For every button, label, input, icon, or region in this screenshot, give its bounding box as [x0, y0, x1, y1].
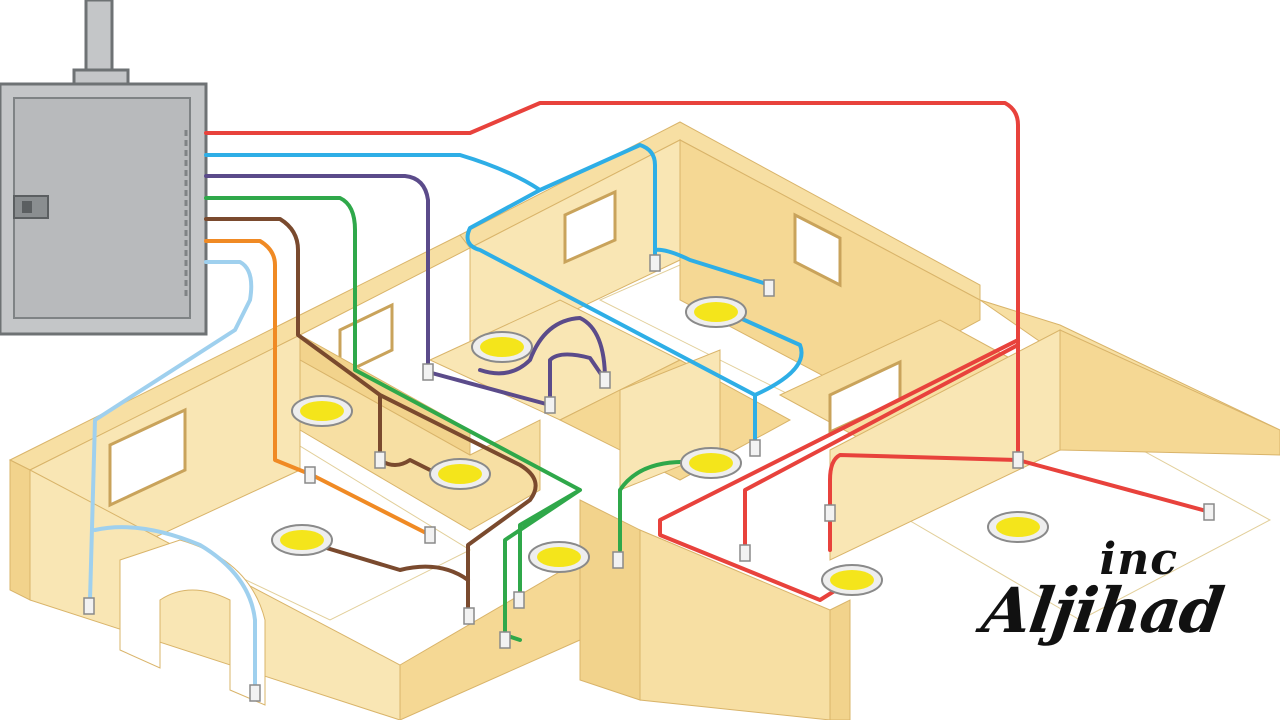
wall-front-right-side — [829, 599, 851, 720]
wire-green — [204, 196, 692, 642]
wiring — [88, 101, 1212, 692]
wall-front-right — [639, 529, 831, 720]
wall-switch-icon — [649, 254, 661, 272]
wall-switch-icon — [612, 551, 624, 569]
wall-switch-icon — [824, 504, 836, 522]
wall-switch-icon — [544, 396, 556, 414]
wall-front-left-long — [29, 469, 401, 720]
switches — [83, 254, 1215, 702]
ceiling-light-icon — [528, 541, 590, 573]
ceiling-light-icon — [821, 564, 883, 596]
wall-switch-icon — [599, 371, 611, 389]
ceiling-light-icon — [680, 447, 742, 479]
window-1 — [563, 189, 617, 265]
wall-switch-icon — [749, 439, 761, 457]
wall-switch-icon — [83, 597, 95, 615]
lights — [271, 296, 1049, 596]
wall-switch-icon — [739, 544, 751, 562]
window-3 — [108, 407, 187, 508]
wall-switch-icon — [424, 526, 436, 544]
wall-switch-icon — [249, 684, 261, 702]
wall-switch-icon — [1203, 503, 1215, 521]
brand-logo: inc Aljihad — [962, 534, 1228, 684]
wire-purple — [204, 174, 607, 407]
wire-blue — [204, 143, 804, 452]
walls — [8, 121, 1280, 720]
ceiling-light-icon — [471, 331, 533, 363]
wall-front-center — [579, 499, 641, 701]
ceiling-light-icon — [291, 395, 353, 427]
wall-switch-icon — [499, 631, 511, 649]
wall-switch-icon — [513, 591, 525, 609]
window-2 — [793, 212, 842, 288]
ceiling-light-icon — [987, 511, 1049, 543]
wall-switch-icon — [374, 451, 386, 469]
logo-name-text: Aljihad — [977, 574, 1228, 647]
wire-brown — [204, 217, 538, 612]
logo-inc-text: inc — [1099, 534, 1178, 585]
wall-switch-icon — [463, 607, 475, 625]
wall-switch-icon — [763, 279, 775, 297]
wire-red — [204, 101, 1212, 602]
wall-switch-icon — [422, 363, 434, 381]
wire-light-blue — [88, 260, 257, 692]
wall-right-side — [1059, 329, 1280, 456]
breaker-panel-icon — [0, 0, 208, 336]
wall-switch-icon — [304, 466, 316, 484]
ceiling-light-icon — [685, 296, 747, 328]
wall-switch-icon — [1012, 451, 1024, 469]
ceiling-light-icon — [429, 458, 491, 490]
wall-interior-2 — [299, 359, 541, 531]
wire-orange — [204, 239, 432, 537]
ceiling-light-icon — [271, 524, 333, 556]
wall-front-left — [9, 459, 31, 601]
